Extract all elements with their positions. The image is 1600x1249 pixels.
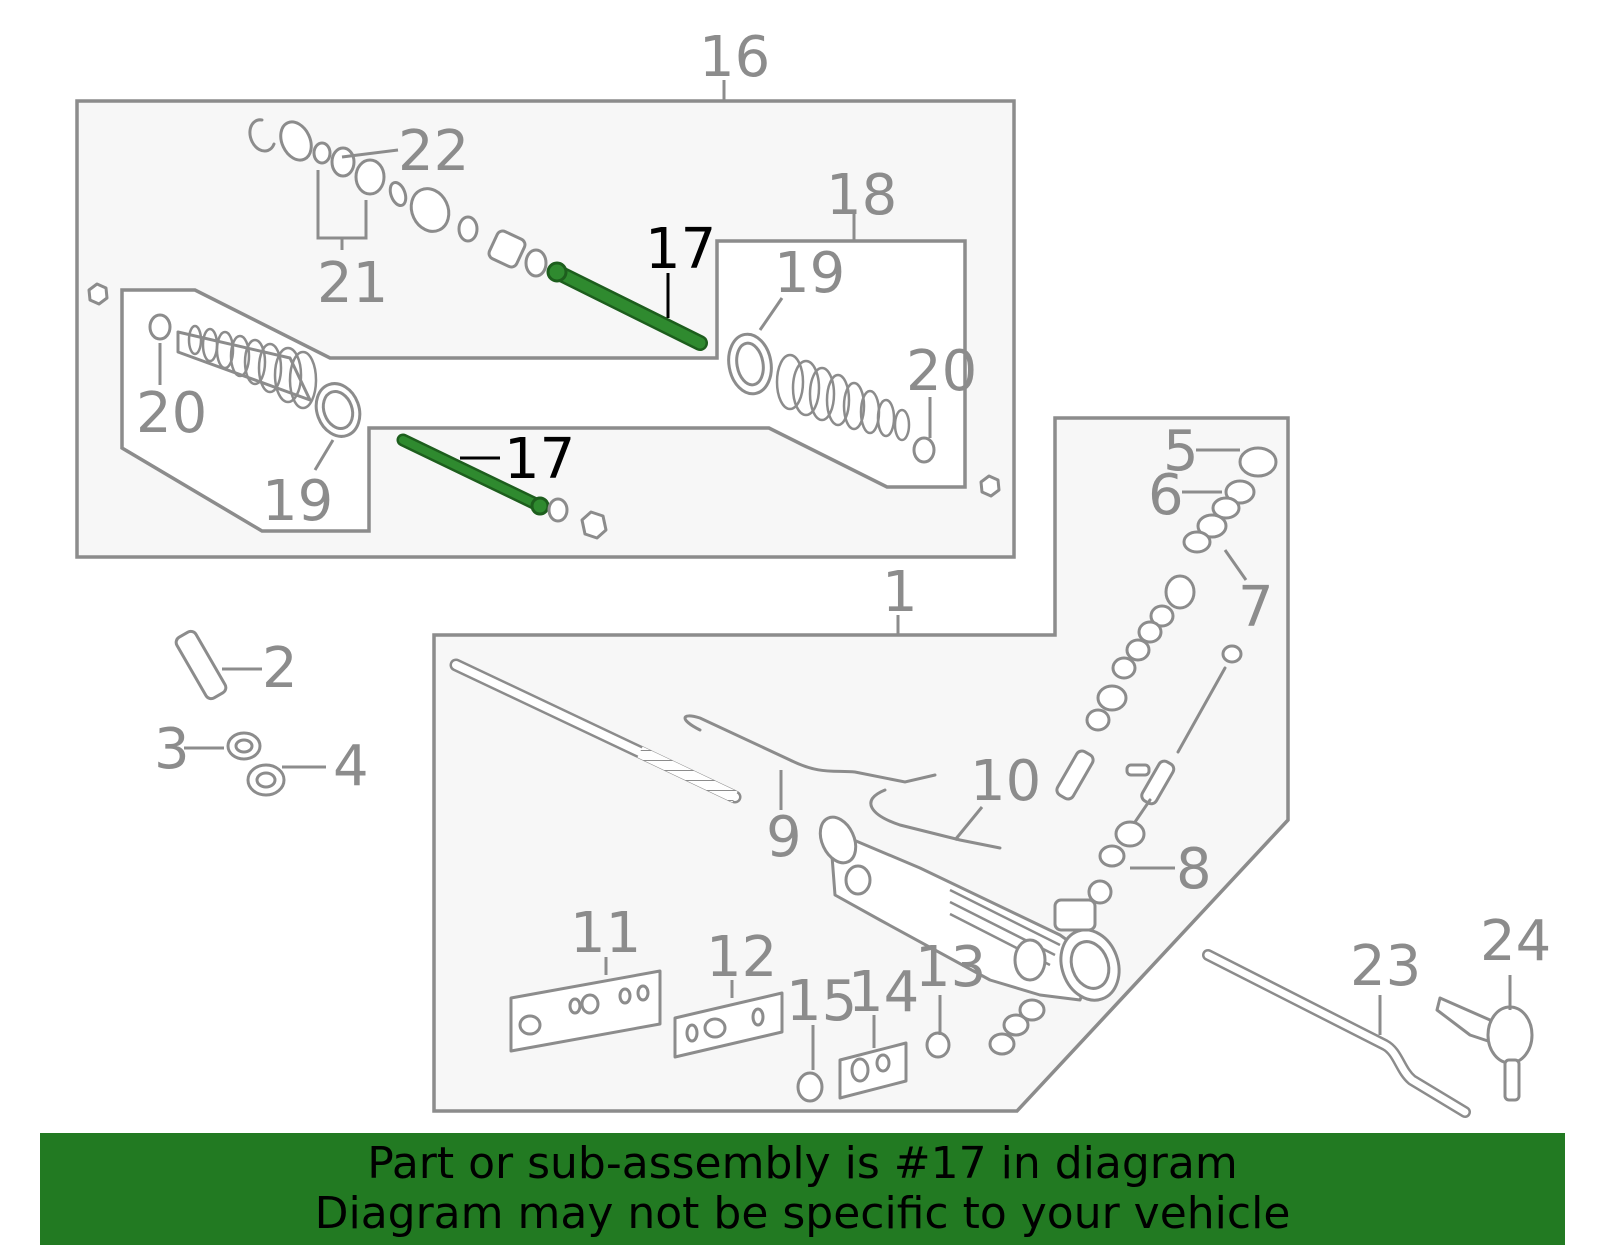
callout-17-lower[interactable]: 17 bbox=[504, 427, 575, 492]
callout-16[interactable]: 16 bbox=[699, 25, 770, 90]
callout-5[interactable]: 5 bbox=[1163, 419, 1199, 484]
inner-tie-rod-upper[interactable] bbox=[546, 261, 708, 351]
callout-8[interactable]: 8 bbox=[1176, 837, 1212, 902]
callout-18[interactable]: 18 bbox=[826, 163, 897, 228]
kit-12-item bbox=[751, 1007, 765, 1027]
callout-2[interactable]: 2 bbox=[262, 636, 298, 701]
callout-24[interactable]: 24 bbox=[1480, 909, 1551, 974]
callout-19-left[interactable]: 19 bbox=[262, 469, 333, 534]
callout-4[interactable]: 4 bbox=[333, 734, 369, 799]
left-boot-kit-outline bbox=[120, 239, 967, 533]
callout-7[interactable]: 7 bbox=[1238, 575, 1274, 640]
outer-tie-rod-end-24 bbox=[1435, 975, 1534, 1102]
upper-seal-parts bbox=[248, 118, 548, 278]
kit-11-item bbox=[568, 997, 582, 1015]
kit-12-item bbox=[685, 1023, 699, 1043]
washer-3 bbox=[184, 731, 262, 761]
seal-8b bbox=[1098, 844, 1126, 868]
left-boot bbox=[148, 313, 362, 438]
callout-12[interactable]: 12 bbox=[706, 925, 777, 990]
callout-1[interactable]: 1 bbox=[882, 560, 918, 625]
inner-tie-rod-lower[interactable] bbox=[396, 433, 550, 516]
kit-11-item bbox=[580, 993, 600, 1015]
callout-7-leader bbox=[1223, 549, 1248, 581]
bushing-c bbox=[988, 1032, 1016, 1056]
banner-line-1: Part or sub-assembly is #17 in diagram bbox=[367, 1138, 1238, 1189]
bushing-4 bbox=[246, 763, 326, 797]
callout-22-leader bbox=[341, 148, 399, 159]
callout-15[interactable]: 15 bbox=[786, 969, 857, 1034]
bushing-a bbox=[1018, 998, 1046, 1022]
callout-3[interactable]: 3 bbox=[154, 717, 190, 782]
callout-20-left[interactable]: 20 bbox=[136, 381, 207, 446]
tube-23 bbox=[1202, 949, 1471, 1118]
callout-11[interactable]: 11 bbox=[570, 901, 641, 966]
assembly-16-group bbox=[75, 80, 1016, 559]
callout-17-upper[interactable]: 17 bbox=[645, 217, 716, 282]
callout-labels: 16 17 17 18 19 19 20 20 21 22 1 2 3 4 5 … bbox=[136, 25, 1551, 1034]
seal-8a bbox=[1114, 820, 1146, 848]
right-boot bbox=[727, 332, 936, 464]
callout-19-left-leader bbox=[313, 439, 335, 471]
kit-14-card bbox=[838, 1041, 908, 1100]
info-banner: Part or sub-assembly is #17 in diagram D… bbox=[40, 1133, 1565, 1245]
kit-14-item bbox=[875, 1053, 891, 1073]
fitting-2 bbox=[174, 629, 262, 701]
washer-lower bbox=[547, 497, 569, 523]
callout-10-leader bbox=[953, 806, 984, 841]
callout-14[interactable]: 14 bbox=[848, 960, 919, 1025]
callout-23[interactable]: 23 bbox=[1350, 934, 1421, 999]
callout-13[interactable]: 13 bbox=[915, 935, 986, 1000]
bushing-15 bbox=[796, 1071, 824, 1103]
bushing-13 bbox=[925, 1031, 951, 1059]
callout-22[interactable]: 22 bbox=[398, 119, 469, 184]
kit-11-item bbox=[636, 984, 650, 1002]
pinion-shaft bbox=[1125, 644, 1243, 824]
rack-bar bbox=[449, 658, 742, 804]
kit-11-item bbox=[518, 1014, 542, 1036]
jam-nut-lower bbox=[580, 510, 608, 540]
callout-6[interactable]: 6 bbox=[1148, 463, 1184, 528]
assembly-1-group bbox=[432, 416, 1290, 1113]
callout-9[interactable]: 9 bbox=[766, 805, 802, 870]
nut-right bbox=[979, 474, 1001, 498]
seal-stack bbox=[1055, 446, 1278, 801]
kit-14-item bbox=[850, 1057, 870, 1083]
banner-line-2: Diagram may not be specific to your vehi… bbox=[314, 1188, 1291, 1239]
return-line-10 bbox=[869, 788, 1002, 850]
callout-20-right[interactable]: 20 bbox=[906, 339, 977, 404]
kit-11-item bbox=[618, 987, 632, 1005]
pressure-line-9 bbox=[683, 714, 937, 784]
gear-housing bbox=[818, 815, 1121, 1002]
callout-10[interactable]: 10 bbox=[970, 749, 1041, 814]
kit-12-item bbox=[703, 1017, 727, 1039]
callout-19-right-leader bbox=[758, 297, 784, 331]
callout-21[interactable]: 21 bbox=[317, 251, 388, 316]
callout-19-right[interactable]: 19 bbox=[774, 241, 845, 306]
bushing-b bbox=[1002, 1013, 1030, 1037]
nut-left bbox=[87, 282, 109, 306]
